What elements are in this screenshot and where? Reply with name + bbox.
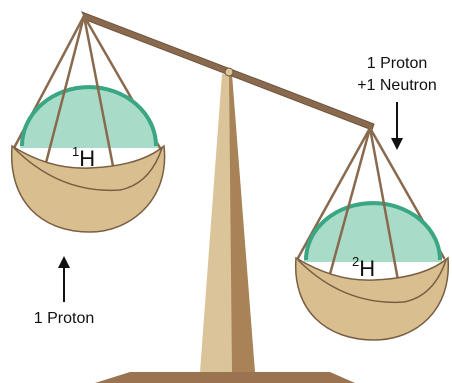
- left-sphere-1h: [20, 85, 158, 148]
- left-sphere-superscript: 1: [72, 144, 79, 159]
- left-sphere-symbol: H: [79, 146, 95, 171]
- scale-stand-light: [200, 74, 236, 372]
- scale-stand-dark: [229, 74, 255, 372]
- down-arrow-icon: [391, 138, 403, 150]
- scale-base: [95, 372, 355, 383]
- left-pan-inner-edge: [13, 147, 163, 192]
- left-sphere-rim: [20, 85, 158, 147]
- right-pan: [294, 256, 449, 341]
- right-string-front-2: [322, 126, 372, 298]
- right-sphere-rim: [304, 201, 442, 261]
- pivot-icon: [224, 67, 234, 77]
- left-caption-group: 1 Proton: [34, 256, 94, 327]
- right-string-front: [368, 126, 404, 304]
- left-sphere-label: 1H: [72, 144, 95, 171]
- right-sphere-superscript: 2: [352, 254, 359, 269]
- right-pan-inner-edge: [297, 259, 447, 304]
- right-sphere-symbol: H: [359, 256, 375, 281]
- right-caption-group: 1 Proton +1 Neutron: [357, 55, 437, 150]
- right-sphere-label: 2H: [352, 254, 375, 281]
- left-string-front: [82, 14, 120, 194]
- right-pan-group: 2H: [294, 126, 449, 341]
- left-caption: 1 Proton: [34, 310, 94, 327]
- right-caption-line2: +1 Neutron: [357, 77, 437, 94]
- up-arrow-icon: [58, 256, 70, 268]
- left-pan-group: 1H: [10, 14, 166, 233]
- right-caption-line1: 1 Proton: [367, 55, 427, 72]
- left-string-front-2: [38, 14, 86, 188]
